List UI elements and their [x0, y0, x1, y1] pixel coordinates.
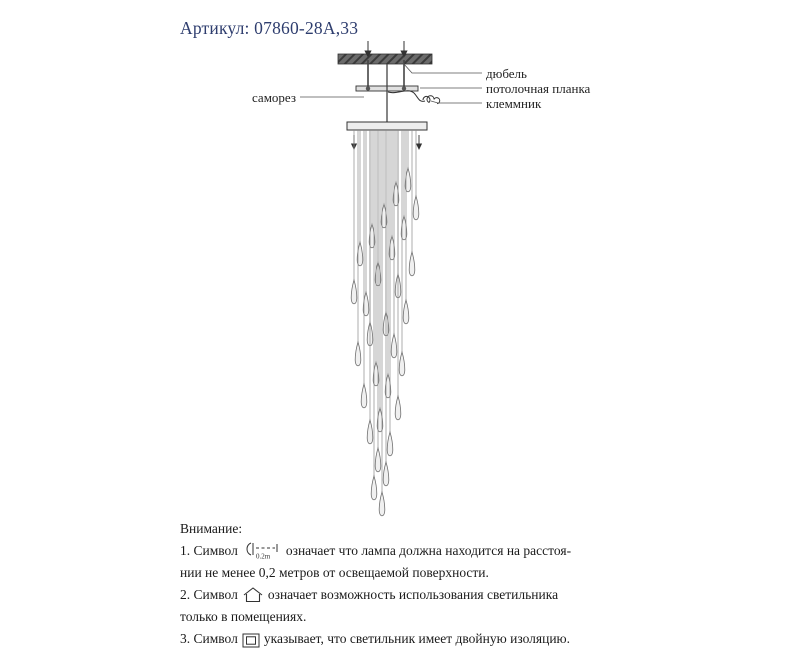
callout-planka: потолочная планка [486, 81, 590, 97]
distance-symbol-label: 0.2m [256, 553, 271, 561]
pendant-drop [391, 334, 397, 358]
pendant-drop [375, 448, 381, 472]
pendant-cascade [351, 130, 419, 516]
pendant-drop [355, 342, 361, 366]
note-1-line-2: нии не менее 0,2 метров от освещаемой по… [180, 562, 660, 584]
note-2-line-2: только в помещениях. [180, 606, 660, 628]
note-3-prefix: 3. Символ [180, 631, 238, 646]
pendant-drop [379, 492, 385, 516]
pendant-drop [399, 352, 405, 376]
pendant-drop [395, 396, 401, 420]
note-2-line-1: 2. Символ означает возможность использов… [180, 584, 660, 606]
pendant-drop [351, 280, 357, 304]
note-1-prefix: 1. Символ [180, 543, 238, 558]
warning-notes: Внимание: 1. Символ 0.2m означает что ла… [180, 518, 660, 650]
callout-klemmnik: клеммник [486, 96, 541, 112]
note-3-line-1: 3. Символ указывает, что светильник имее… [180, 628, 660, 650]
note-2-prefix: 2. Символ [180, 587, 238, 602]
pendant-drop [383, 462, 389, 486]
canopy [347, 122, 427, 130]
callout-lines [300, 63, 482, 103]
distance-symbol-icon: 0.2m [242, 540, 282, 560]
note-2-text: означает возможность использования свети… [268, 587, 558, 602]
canopy-arrows-icon [352, 135, 422, 149]
pendant-drop [387, 432, 393, 456]
pendant-drop [413, 196, 419, 220]
callout-samorez: саморез [252, 90, 296, 106]
note-1-line-1: 1. Символ 0.2m означает что лампа должна… [180, 540, 660, 562]
pendant-drop [409, 252, 415, 276]
house-symbol-icon [242, 586, 264, 604]
article-title: Артикул: 07860-28А,33 [180, 18, 358, 39]
notes-heading: Внимание: [180, 518, 660, 540]
double-insulation-symbol-icon [242, 633, 260, 648]
pendant-drop [403, 300, 409, 324]
note-1-text: означает что лампа должна находится на р… [286, 543, 571, 558]
ceiling [338, 54, 432, 64]
callout-dyubel: дюбель [486, 66, 527, 82]
pendant-drop [371, 476, 377, 500]
pendant-drop [361, 384, 367, 408]
pendant-drop [367, 420, 373, 444]
note-3-text: указывает, что светильник имеет двойную … [264, 631, 570, 646]
